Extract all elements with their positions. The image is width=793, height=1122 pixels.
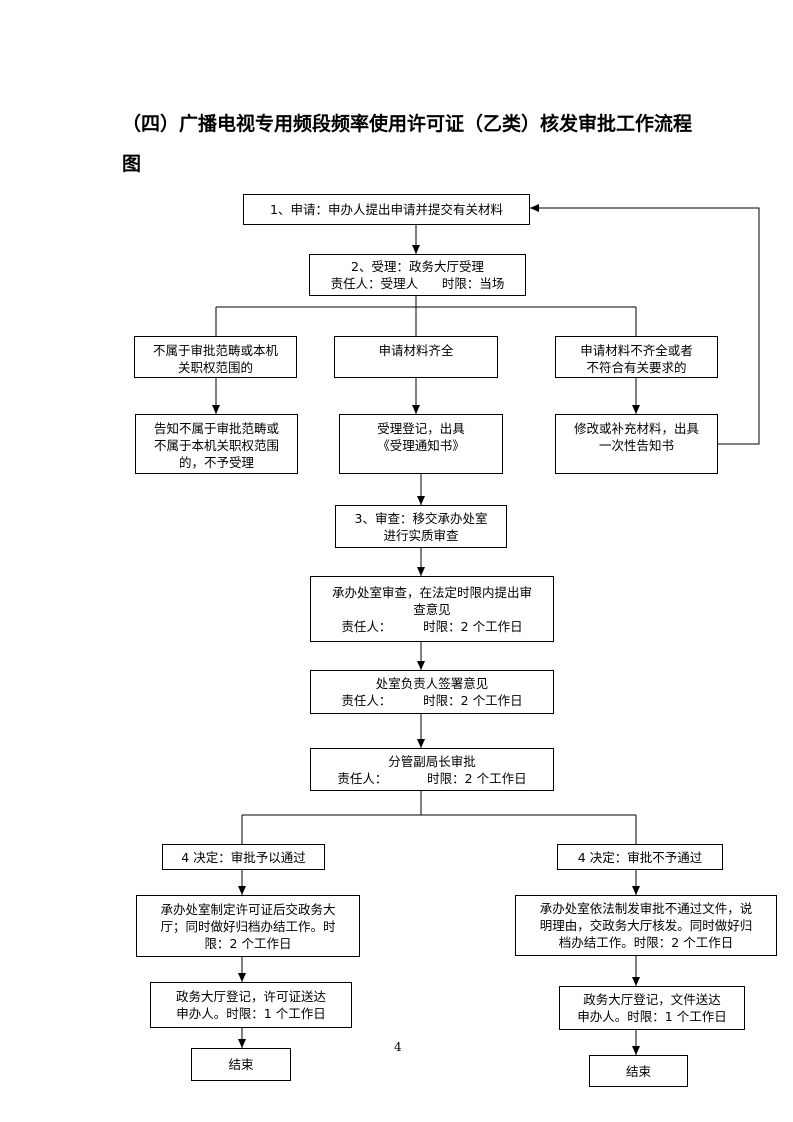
page-number: 4	[394, 1040, 402, 1054]
node-decision-fail: 4 决定：审批不予通过	[557, 844, 723, 870]
node-register-line2: 《受理通知书》	[377, 438, 465, 453]
node-register-line1: 受理登记，出具	[377, 421, 465, 436]
node-deputy-approve-line1: 分管副局长审批	[388, 753, 476, 769]
node-not-in-scope-line2: 关职权范围的	[177, 360, 253, 375]
node-issue-license-line2: 厅；同时做好归档办结工作。时	[160, 918, 336, 934]
node-decision-fail-text: 4 决定：审批不予通过	[577, 849, 703, 865]
node-apply-text: 1、申请：申办人提出申请并提交有关材料	[270, 202, 503, 217]
node-review-line1: 3、审查：移交承办处室	[354, 510, 488, 526]
node-review-line2: 进行实质审查	[383, 527, 459, 543]
feedback-loop-line	[530, 204, 760, 445]
node-not-in-scope: 不属于审批范畴或本机 关职权范围的	[134, 336, 297, 378]
title-line-2: 图	[122, 153, 142, 175]
node-deputy-approve: 分管副局长审批 责任人： 时限：2 个工作日	[310, 748, 554, 791]
node-accept: 2、受理：政务大厅受理 责任人：受理人 时限：当场	[309, 254, 526, 296]
node-incomplete-line1: 申请材料不齐全或者	[580, 343, 693, 358]
node-dept-review-line2: 查意见	[413, 601, 451, 617]
node-end-right-text: 结束	[625, 1063, 651, 1079]
node-complete-text: 申请材料齐全	[378, 343, 454, 358]
node-reject-notice: 告知不属于审批范畴或 不属于本机关职权范围 的，不予受理	[135, 414, 298, 474]
page-title: （四）广播电视专用频段频率使用许可证（乙类）核发审批工作流程 图	[122, 104, 742, 184]
node-head-sign: 处室负责人签署意见 责任人： 时限：2 个工作日	[310, 670, 554, 714]
node-issue-rejection-line3: 档办结工作。时限：2 个工作日	[558, 935, 734, 950]
node-supplement: 修改或补充材料，出具 一次性告知书	[555, 414, 718, 474]
node-deliver-license-line1: 政务大厅登记，许可证送达	[175, 989, 326, 1004]
node-apply: 1、申请：申办人提出申请并提交有关材料	[243, 194, 530, 225]
node-decision-pass-text: 4 决定：审批予以通过	[181, 849, 306, 865]
node-head-sign-line2: 责任人： 时限：2 个工作日	[341, 693, 523, 708]
node-incomplete-line2: 不符合有关要求的	[586, 360, 687, 375]
node-dept-review: 承办处室审查，在法定时限内提出审 查意见 责任人： 时限：2 个工作日	[310, 576, 554, 642]
node-issue-license-line1: 承办处室制定许可证后交政务大	[160, 901, 336, 917]
node-reject-notice-line1: 告知不属于审批范畴或	[153, 421, 279, 436]
node-issue-license-line3: 限：2 个工作日	[204, 935, 292, 951]
node-deliver-doc: 政务大厅登记，文件送达 申办人。时限：1 个工作日	[559, 986, 745, 1030]
node-register: 受理登记，出具 《受理通知书》	[339, 414, 503, 474]
node-dept-review-line1: 承办处室审查，在法定时限内提出审	[331, 584, 532, 600]
node-issue-license: 承办处室制定许可证后交政务大 厅；同时做好归档办结工作。时 限：2 个工作日	[136, 895, 360, 957]
node-not-in-scope-line1: 不属于审批范畴或本机	[152, 343, 278, 358]
node-end-right: 结束	[589, 1055, 688, 1087]
node-accept-line2: 责任人：受理人 时限：当场	[330, 276, 505, 291]
node-supplement-line1: 修改或补充材料，出具	[573, 421, 699, 436]
node-deliver-license: 政务大厅登记，许可证送达 申办人。时限：1 个工作日	[150, 982, 352, 1028]
node-deliver-doc-line2: 申办人。时限：1 个工作日	[577, 1009, 727, 1024]
node-deliver-license-line2: 申办人。时限：1 个工作日	[176, 1006, 326, 1021]
node-issue-rejection: 承办处室依法制发审批不通过文件，说 明理由，交政务大厅核发。同时做好归 档办结工…	[515, 895, 777, 956]
node-end-left-text: 结束	[228, 1057, 254, 1072]
node-issue-rejection-line1: 承办处室依法制发审批不通过文件，说	[539, 901, 753, 916]
node-incomplete: 申请材料不齐全或者 不符合有关要求的	[555, 336, 718, 378]
node-end-left: 结束	[191, 1048, 291, 1081]
node-dept-review-line3: 责任人： 时限：2 个工作日	[341, 618, 523, 634]
node-reject-notice-line2: 不属于本机关职权范围	[153, 438, 279, 453]
node-review: 3、审查：移交承办处室 进行实质审查	[335, 505, 507, 548]
node-issue-rejection-line2: 明理由，交政务大厅核发。同时做好归	[539, 918, 753, 933]
node-reject-notice-line3: 的，不予受理	[178, 455, 254, 470]
node-deputy-approve-line2: 责任人： 时限：2 个工作日	[337, 770, 527, 786]
title-line-1: （四）广播电视专用频段频率使用许可证（乙类）核发审批工作流程	[122, 113, 693, 135]
node-complete: 申请材料齐全	[334, 336, 498, 378]
node-deliver-doc-line1: 政务大厅登记，文件送达	[583, 992, 721, 1007]
node-accept-line1: 2、受理：政务大厅受理	[351, 259, 484, 274]
node-decision-pass: 4 决定：审批予以通过	[162, 844, 325, 870]
node-supplement-line2: 一次性告知书	[598, 438, 674, 453]
node-head-sign-line1: 处室负责人签署意见	[375, 676, 489, 691]
